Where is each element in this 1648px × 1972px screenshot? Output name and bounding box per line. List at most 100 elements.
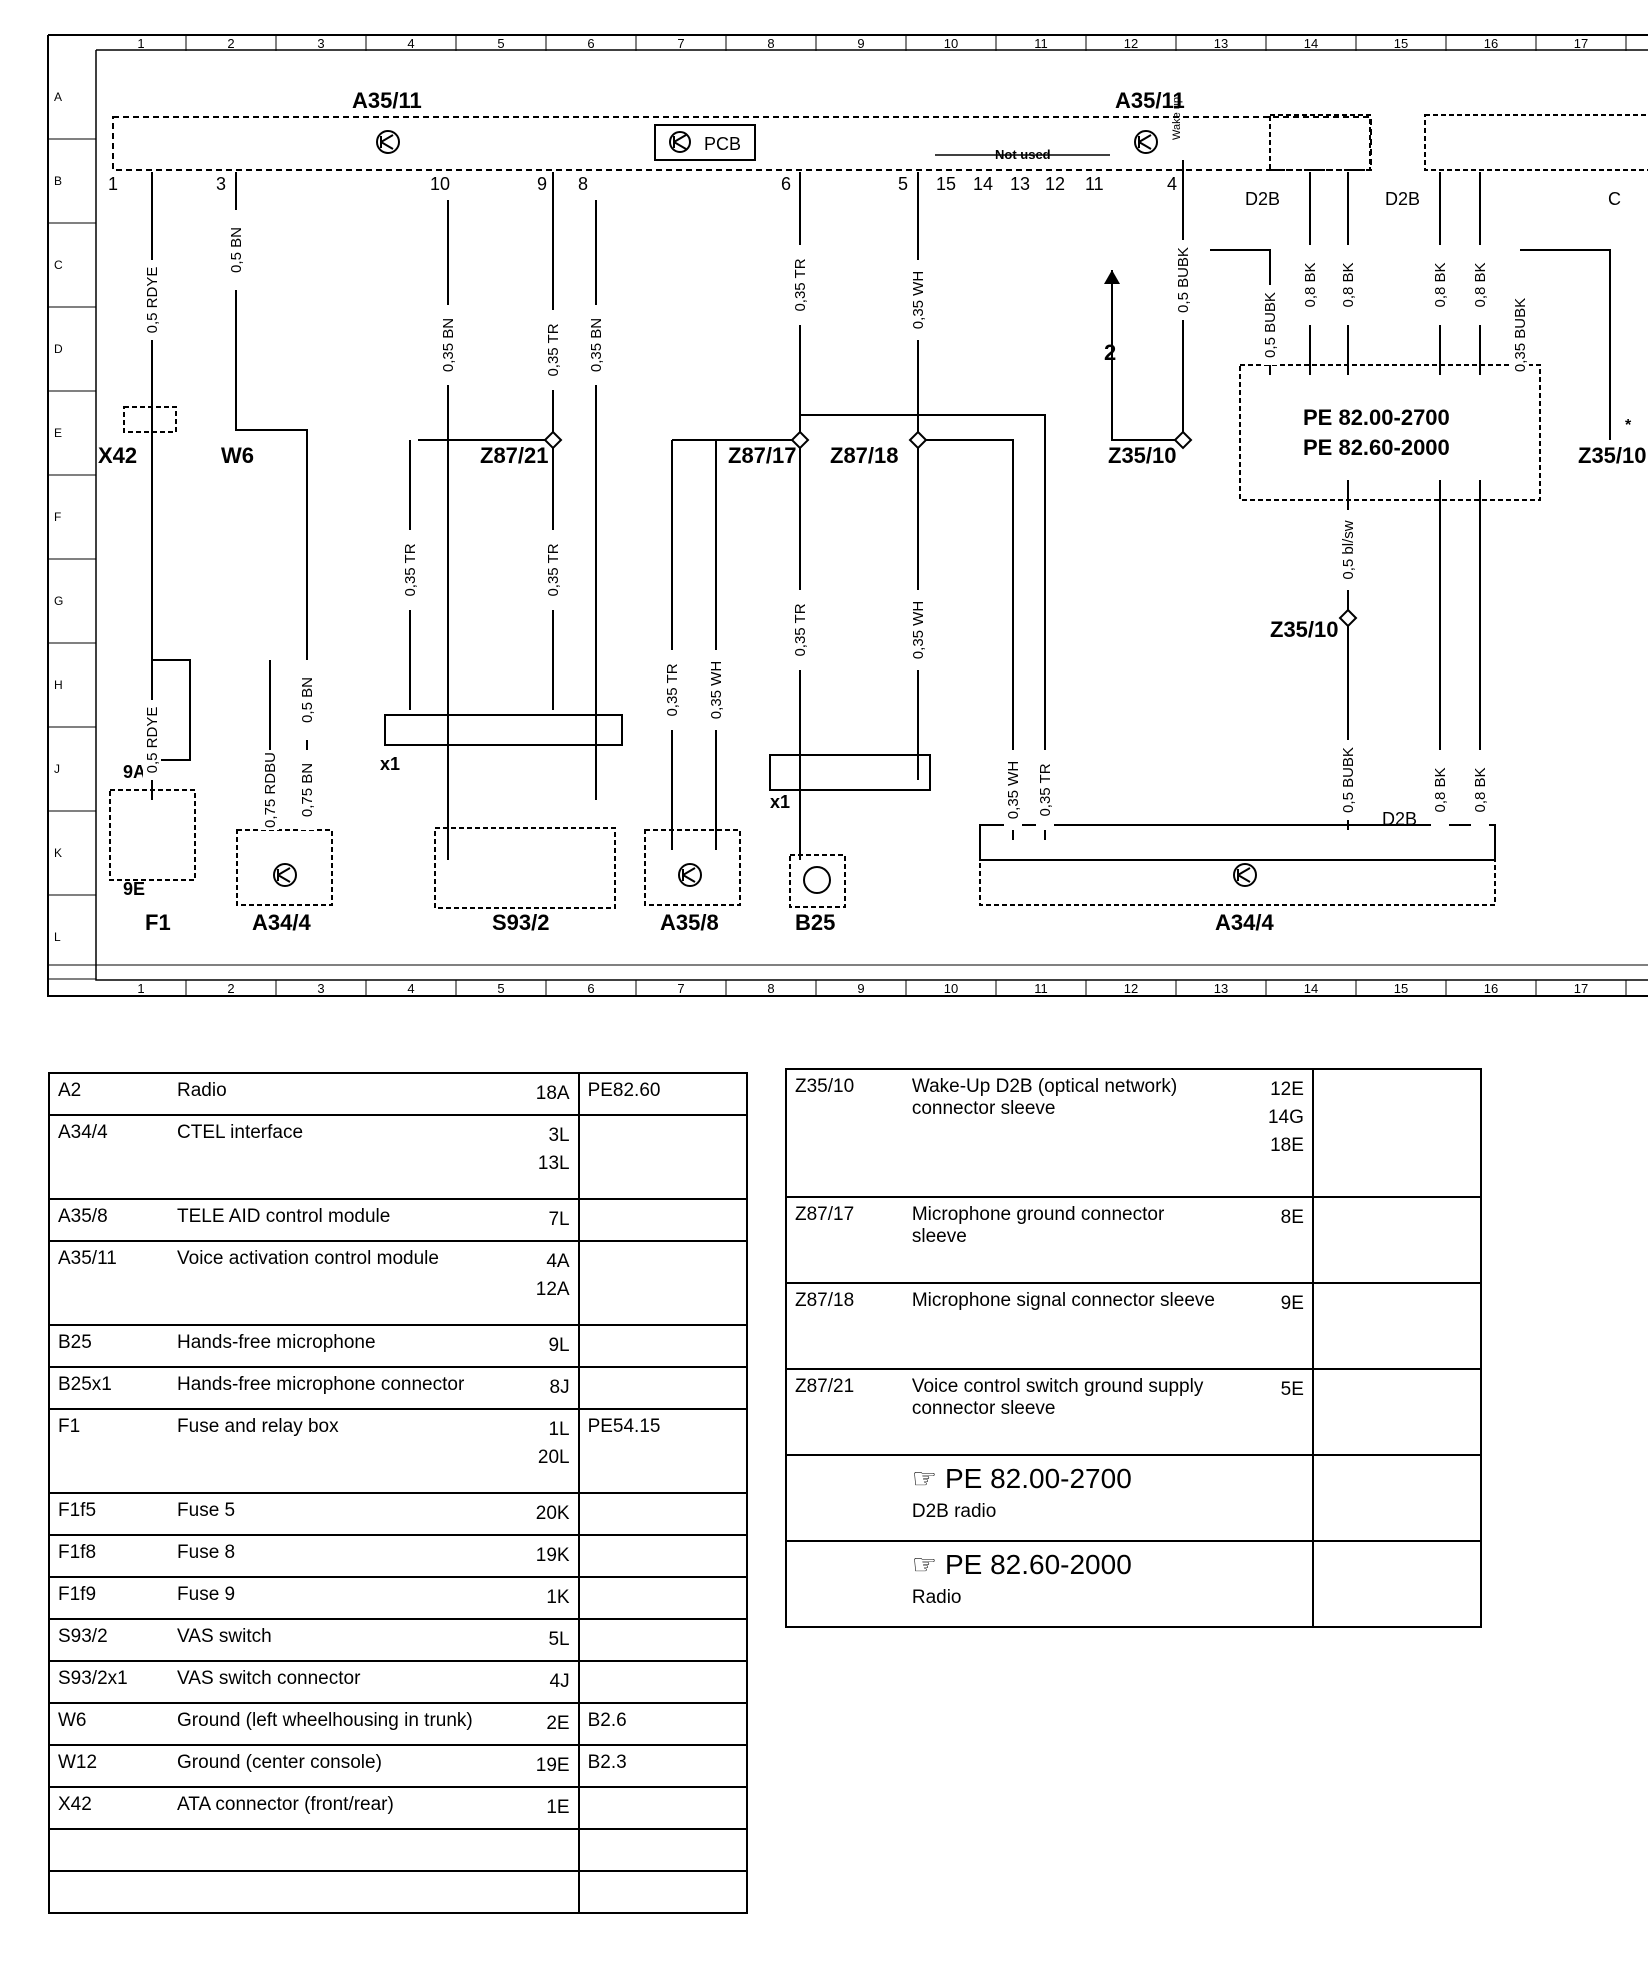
grid-location [503, 1828, 580, 1872]
wire-label: 0,8 BK [1340, 262, 1357, 307]
component-description: Wake-Up D2B (optical network) connector … [903, 1068, 1229, 1198]
column-number: 12 [1124, 36, 1138, 51]
legend-row [49, 1870, 747, 1914]
z87-21-label: Z87/21 [480, 443, 549, 468]
wire-label: 0,35 TR [545, 323, 562, 376]
column-ruler: 1122334455667788991010111112121313141415… [137, 35, 1627, 996]
component-description: Ground (center console) [169, 1744, 504, 1788]
wire-label: 0,35 TR [402, 543, 419, 596]
grid-location: 3L 13L [503, 1114, 580, 1200]
grid-location: 1E [503, 1786, 580, 1830]
column-number: 8 [767, 36, 774, 51]
z35-10-label: Z35/10 [1578, 443, 1647, 468]
wire-label: 0,5 BUBK [1175, 247, 1192, 313]
fuse-9a-label: 9A [123, 762, 146, 782]
wire-label: 0,5 BUBK [1262, 292, 1279, 358]
component-description: Fuse 9 [169, 1576, 504, 1620]
wire-label: 0,35 TR [792, 603, 809, 656]
wire-label: 0,5 bl/sw [1340, 520, 1357, 579]
component-code: A35/11 [49, 1240, 170, 1326]
not-used-label: Not used [995, 147, 1051, 162]
wire-label-bg [707, 650, 725, 730]
column-number: 9 [857, 36, 864, 51]
component-code [49, 1828, 170, 1872]
wire-label: 0,8 BK [1472, 262, 1489, 307]
component-code: S93/2x1 [49, 1660, 170, 1704]
component-code: Z87/17 [786, 1196, 904, 1284]
svg-text:10: 10 [430, 174, 450, 194]
legend-row [49, 1828, 747, 1872]
column-number: 14 [1304, 981, 1318, 996]
wire-label: 0,5 RDYE [144, 267, 161, 334]
pe-reference [578, 1618, 747, 1662]
wire-label-bg [298, 750, 316, 830]
wire-label-bg [143, 700, 161, 780]
wake-up-label: Wake up [1171, 97, 1183, 140]
svg-text:3: 3 [216, 174, 226, 194]
component-code: Z87/18 [786, 1282, 904, 1370]
component-code: A2 [49, 1072, 170, 1116]
grid-location: 4A 12A [503, 1240, 580, 1326]
x1-label: x1 [770, 792, 790, 812]
transistor-icon [273, 863, 1257, 887]
column-number: 11 [1034, 981, 1048, 996]
wire-label: 0,35 TR [792, 258, 809, 311]
grid-location: 19E [503, 1744, 580, 1788]
component-code: B25x1 [49, 1366, 170, 1410]
transistor-icon [376, 130, 400, 154]
w6-label: W6 [221, 443, 254, 468]
empty-cell [1312, 1454, 1481, 1542]
a34-4-label: A34/4 [1215, 910, 1274, 935]
pe-reference [1312, 1368, 1481, 1456]
svg-text:5: 5 [898, 174, 908, 194]
column-number: 4 [407, 36, 414, 51]
a35-11-module: A35/11 A35/11 PCB Not used Wake up [112, 88, 1372, 171]
component-code: A34/4 [49, 1114, 170, 1200]
component-code: W6 [49, 1702, 170, 1746]
pe-reference [578, 1786, 747, 1830]
pin-labels-top: 1 3 10 9 8 6 5 15 14 13 12 11 4 [108, 174, 1177, 194]
wire-label: 0,8 BK [1432, 262, 1449, 307]
grid-location: 8E [1228, 1196, 1314, 1284]
row-letter: A [54, 90, 62, 104]
arrow-number: 2 [1104, 340, 1116, 365]
wire-label-bg [791, 590, 809, 670]
z87-17-label: Z87/17 [728, 443, 797, 468]
column-number: 14 [1304, 36, 1318, 51]
column-number: 9 [857, 981, 864, 996]
grid-location: 20K [503, 1492, 580, 1536]
wire-label-bg [544, 530, 562, 610]
component-code: F1f9 [49, 1576, 170, 1620]
fuse-9e-label: 9E [123, 879, 145, 899]
column-number: 6 [587, 981, 594, 996]
pe-reference [578, 1660, 747, 1704]
component-description: TELE AID control module [169, 1198, 504, 1242]
grid-location: 12E 14G 18E [1228, 1068, 1314, 1198]
wire-label: 0,8 BK [1472, 767, 1489, 812]
pe-reference [578, 1114, 747, 1200]
wire-label: 0,35 BN [588, 318, 605, 372]
column-number: 1 [137, 981, 144, 996]
column-number: 17 [1574, 981, 1588, 996]
wire-label: 0,35 WH [910, 271, 927, 329]
wire-label: 0,75 RDBU [262, 752, 279, 828]
wire-label-bg [1261, 285, 1279, 365]
pe-reference [578, 1324, 747, 1368]
grid-location: 9E [1228, 1282, 1314, 1370]
wire-label-bg [791, 245, 809, 325]
column-number: 13 [1214, 981, 1228, 996]
wire-label: 0,5 BN [228, 227, 245, 273]
